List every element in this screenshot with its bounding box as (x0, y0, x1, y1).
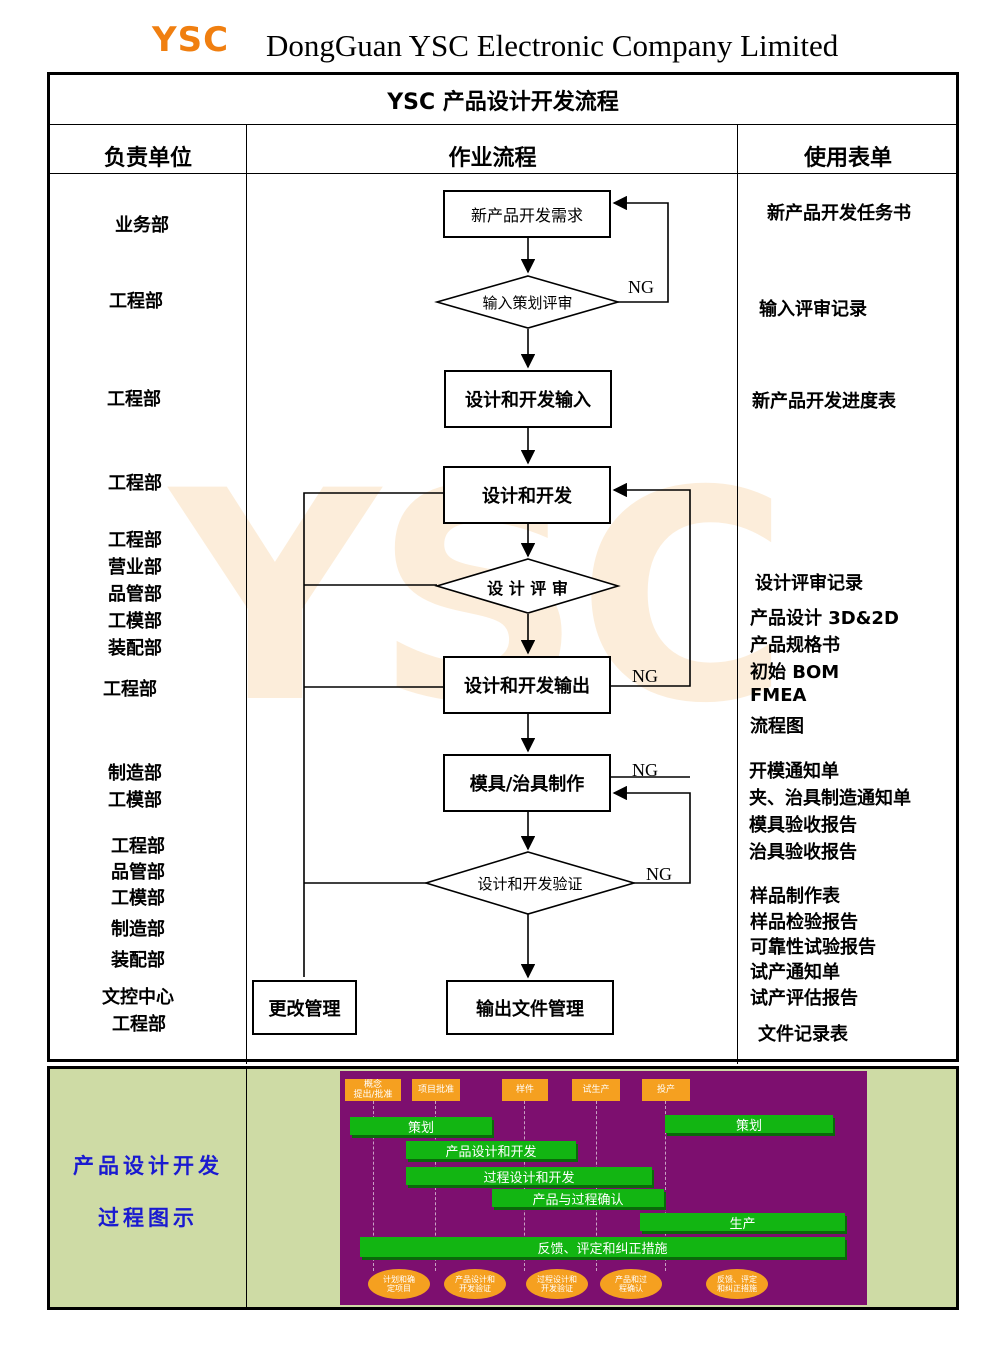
dept-engineering: 工程部 (103, 679, 157, 700)
bar-feedback-correction: 反馈、评定和纠正措施 (360, 1237, 845, 1257)
dept-quality: 品管部 (111, 862, 165, 883)
document-title: YSC 产品设计开发流程 (387, 90, 619, 115)
ng-label-mold-making: NG (632, 760, 658, 780)
phase-product-design-verification: 产品设计和 开发验证 (444, 1269, 506, 1299)
column-divider-right (737, 124, 738, 1064)
form-fmea: FMEA (750, 685, 807, 706)
dept-manufacturing: 制造部 (108, 763, 162, 784)
form-3d-2d: 产品设计 3D&2D (750, 608, 899, 629)
milestone-guide (435, 1101, 436, 1271)
title-divider (48, 124, 959, 125)
ng-label-verification: NG (646, 864, 672, 884)
ng-label-design-output: NG (632, 666, 658, 686)
form-mold-notice: 开模通知单 (749, 761, 839, 782)
step-input-planning-review: 输入策划评审 (482, 294, 573, 312)
bottom-divider (246, 1066, 247, 1310)
dept-tooling: 工模部 (108, 790, 162, 811)
step-design-development: 设计和开发 (443, 466, 611, 524)
step-design-input: 设计和开发输入 (444, 370, 612, 428)
form-design-review: 设计评审记录 (755, 573, 863, 594)
flow-table-frame (47, 72, 959, 1062)
column-header-forms: 使用表单 (803, 146, 892, 171)
bar-process-design: 过程设计和开发 (406, 1167, 652, 1186)
dept-tooling: 工模部 (111, 888, 165, 909)
dept-marketing: 营业部 (108, 557, 162, 578)
milestone-guide (524, 1101, 525, 1271)
milestone-prototype: 样件 (502, 1079, 548, 1101)
form-input-review: 输入评审记录 (759, 299, 867, 320)
form-fixture-acceptance: 治具验收报告 (749, 842, 857, 863)
bar-planning-left: 策划 (350, 1117, 492, 1136)
ng-label-input-review: NG (628, 277, 654, 297)
form-mold-acceptance: 模具验收报告 (749, 815, 857, 836)
form-spec: 产品规格书 (750, 635, 840, 656)
process-label-line1: 产品设计开发 (73, 1154, 223, 1178)
dept-engineering: 工程部 (111, 836, 165, 857)
form-trial-evaluation: 试产评估报告 (750, 988, 858, 1009)
phase-plan-define: 计划和确 定项目 (368, 1269, 430, 1299)
bar-production: 生产 (640, 1213, 845, 1232)
dept-engineering: 工程部 (107, 389, 161, 410)
form-reliability: 可靠性试验报告 (750, 937, 876, 958)
step-design-verification: 设计和开发验证 (477, 875, 583, 893)
phase-product-process-validation: 产品和过 程确认 (600, 1269, 662, 1299)
apqp-gantt-chart: 概念 提出/批准 项目批准 样件 试生产 投产 策划 策划 产品设计和开发 过程… (340, 1071, 867, 1305)
milestone-concept-approval: 概念 提出/批准 (345, 1079, 401, 1101)
company-logo: YSC (152, 20, 230, 60)
form-sample-making: 样品制作表 (750, 886, 840, 907)
bar-product-process-validation: 产品与过程确认 (492, 1189, 664, 1208)
dept-manufacturing: 制造部 (111, 919, 165, 940)
dept-engineering: 工程部 (108, 530, 162, 551)
process-label-line2: 过程图示 (98, 1206, 198, 1230)
form-progress-table: 新产品开发进度表 (752, 391, 896, 412)
form-flowchart: 流程图 (750, 716, 804, 737)
form-sample-inspection: 样品检验报告 (750, 912, 858, 933)
dept-document-control: 文控中心 (102, 987, 174, 1008)
step-mold-fixture-making: 模具/治具制作 (443, 754, 611, 812)
dept-quality: 品管部 (108, 584, 162, 605)
milestone-guide (373, 1101, 374, 1271)
dept-engineering: 工程部 (112, 1014, 166, 1035)
column-header-flow: 作业流程 (448, 146, 537, 171)
column-header-dept: 负责单位 (103, 146, 192, 171)
step-output-document-management: 输出文件管理 (446, 980, 614, 1035)
company-name: DongGuan YSC Electronic Company Limited (266, 28, 839, 63)
column-divider-left (246, 124, 247, 1064)
form-trial-notice: 试产通知单 (750, 962, 840, 983)
dept-assembly: 装配部 (108, 638, 162, 659)
header-divider (48, 173, 959, 174)
milestone-pilot: 试生产 (572, 1079, 620, 1101)
phase-process-design-verification: 过程设计和 开发验证 (526, 1269, 588, 1299)
step-design-output: 设计和开发输出 (443, 656, 611, 714)
dept-assembly: 装配部 (111, 950, 165, 971)
dept-engineering: 工程部 (108, 473, 162, 494)
form-task-book: 新产品开发任务书 (767, 203, 911, 224)
dept-tooling: 工模部 (108, 611, 162, 632)
form-document-record: 文件记录表 (758, 1024, 848, 1045)
step-design-review: 设 计 评 审 (487, 579, 568, 598)
step-new-product-demand: 新产品开发需求 (443, 190, 611, 238)
dept-engineering: 工程部 (109, 291, 163, 312)
form-bom: 初始 BOM (750, 662, 840, 683)
milestone-guide (596, 1101, 597, 1271)
dept-sales: 业务部 (115, 215, 169, 236)
milestone-project-approval: 项目批准 (412, 1079, 460, 1101)
bar-product-design: 产品设计和开发 (406, 1141, 576, 1160)
milestone-launch: 投产 (642, 1079, 690, 1101)
bar-planning-right: 策划 (665, 1115, 833, 1134)
form-fixture-notice: 夹、治具制造通知单 (749, 788, 911, 809)
milestone-guide (665, 1101, 666, 1271)
step-change-management: 更改管理 (252, 980, 357, 1035)
phase-feedback-assessment: 反馈、评定 和纠正措施 (706, 1269, 768, 1299)
